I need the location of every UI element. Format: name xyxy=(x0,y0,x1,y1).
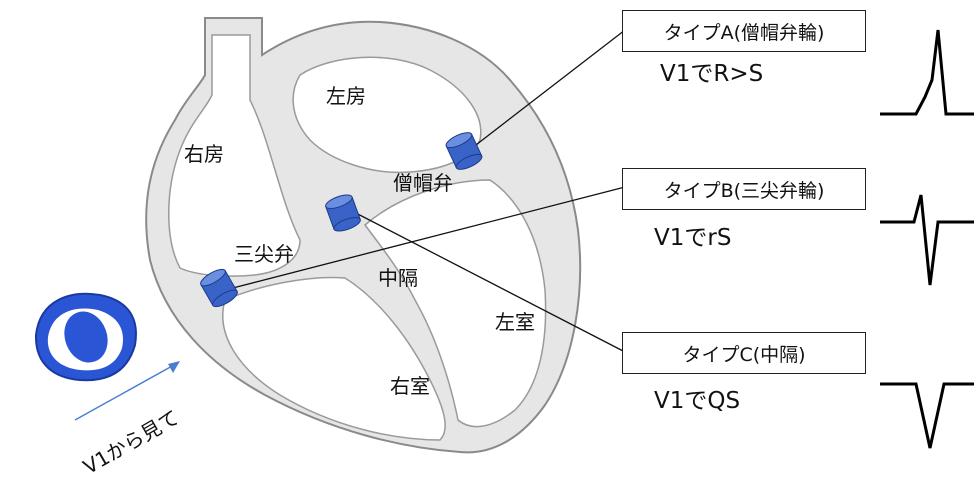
ecg-label-type-b: V1でrS xyxy=(654,225,732,251)
ecg-waveform-type-c xyxy=(880,382,974,449)
eye-icon xyxy=(34,292,137,382)
label-right-atrium: 右房 xyxy=(184,142,224,166)
cylinder-type-c xyxy=(325,194,361,232)
ecg-waveform-type-a xyxy=(880,29,974,116)
ecg-waveform-type-b xyxy=(880,194,974,286)
pathway-box-type-c: タイプC(中隔) xyxy=(622,332,866,374)
connector-type-c xyxy=(349,209,626,353)
view-arrow xyxy=(74,361,180,421)
connector-type-a xyxy=(471,29,626,149)
ecg-label-type-c: V1でQS xyxy=(654,388,741,414)
label-tricuspid-valve: 三尖弁 xyxy=(234,242,294,266)
ecg-label-type-a: V1でR>S xyxy=(660,61,764,87)
connector-type-b xyxy=(224,186,626,291)
right-ventricle-chamber xyxy=(222,276,446,441)
label-septum: 中隔 xyxy=(378,266,418,290)
label-left-atrium: 左房 xyxy=(326,84,366,108)
cylinder-type-a xyxy=(445,132,483,170)
cylinder-type-b xyxy=(200,268,238,308)
label-right-ventricle: 右室 xyxy=(390,374,430,398)
label-mitral-valve: 僧帽弁 xyxy=(393,171,453,195)
label-left-ventricle: 左室 xyxy=(495,310,535,334)
pathway-box-type-b: タイプB(三尖弁輪) xyxy=(622,168,866,210)
pathway-box-type-a: タイプA(僧帽弁輪) xyxy=(622,10,866,52)
